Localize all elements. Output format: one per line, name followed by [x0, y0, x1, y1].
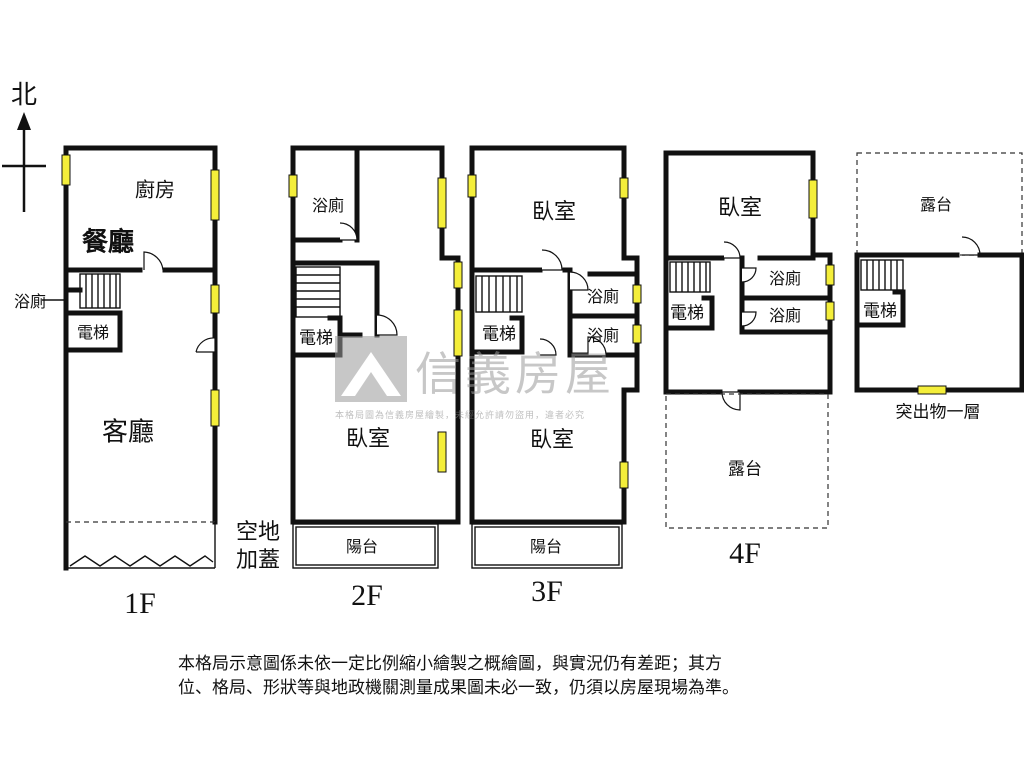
- annex-label-line1: 空地: [235, 520, 281, 545]
- room-bath-a-3f: 浴廁: [586, 287, 620, 306]
- room-balcony-3f: 陽台: [529, 537, 563, 556]
- room-dining-1f: 餐廳: [81, 227, 135, 258]
- north-label: 北: [10, 80, 38, 111]
- room-elevator-4f: 電梯: [670, 303, 704, 324]
- room-bath-b-4f: 浴廁: [768, 306, 802, 325]
- floor-2f-plan: [288, 145, 463, 569]
- annex-label-line2: 加蓋: [235, 548, 281, 573]
- room-bath-1f: 浴廁: [13, 292, 47, 311]
- watermark: 信義房屋 本格局圖為信義房屋繪製，未經允許請勿盜用，違者必究: [335, 334, 695, 424]
- room-terrace-4f: 露台: [728, 459, 762, 480]
- room-elevator-roof: 電梯: [863, 301, 897, 322]
- roof-plan: [854, 152, 1024, 395]
- room-terrace-roof: 露台: [919, 195, 953, 214]
- room-bedroom-2f: 臥室: [345, 427, 391, 452]
- floor-3f-plan: [467, 145, 642, 569]
- disclaimer-text: 本格局示意圖係未依一定比例縮小繪製之概繪圖，與實況仍有差距；其方 位、格局、形狀…: [178, 652, 858, 700]
- room-bedroom-4f: 臥室: [717, 196, 763, 221]
- disclaimer-line2: 位、格局、形狀等與地政機關測量成果圖未必一致，仍須以房屋現場為準。: [178, 678, 739, 698]
- watermark-brand: 信義房屋: [415, 347, 615, 401]
- floor-label-4f: 4F: [729, 537, 761, 570]
- room-bedroom-bottom-3f: 臥室: [529, 428, 575, 453]
- brand-logo-icon: [335, 336, 407, 402]
- room-elevator-2f: 電梯: [299, 328, 333, 349]
- room-balcony-2f: 陽台: [345, 537, 379, 556]
- room-elevator-1f: 電梯: [76, 323, 110, 342]
- floor-label-1f: 1F: [124, 587, 156, 620]
- floor-4f-plan: [663, 150, 835, 529]
- room-living-1f: 客廳: [101, 417, 155, 448]
- room-kitchen-1f: 廚房: [135, 177, 175, 202]
- floor-label-roof: 突出物一層: [895, 402, 981, 423]
- room-bath-a-4f: 浴廁: [768, 269, 802, 288]
- north-arrow-icon: [2, 112, 46, 212]
- floor-label-2f: 2F: [351, 579, 383, 612]
- room-bedroom-top-3f: 臥室: [531, 200, 577, 225]
- room-bath-b-3f: 浴廁: [586, 326, 620, 345]
- room-elevator-3f: 電梯: [482, 324, 516, 345]
- floor-1f-plan: [42, 145, 220, 571]
- disclaimer-line1: 本格局示意圖係未依一定比例縮小繪製之概繪圖，與實況仍有差距；其方: [178, 654, 722, 674]
- floor-label-3f: 3F: [531, 575, 563, 608]
- watermark-notice: 本格局圖為信義房屋繪製，未經允許請勿盜用，違者必究: [335, 411, 586, 421]
- room-bath-2f: 浴廁: [311, 196, 345, 215]
